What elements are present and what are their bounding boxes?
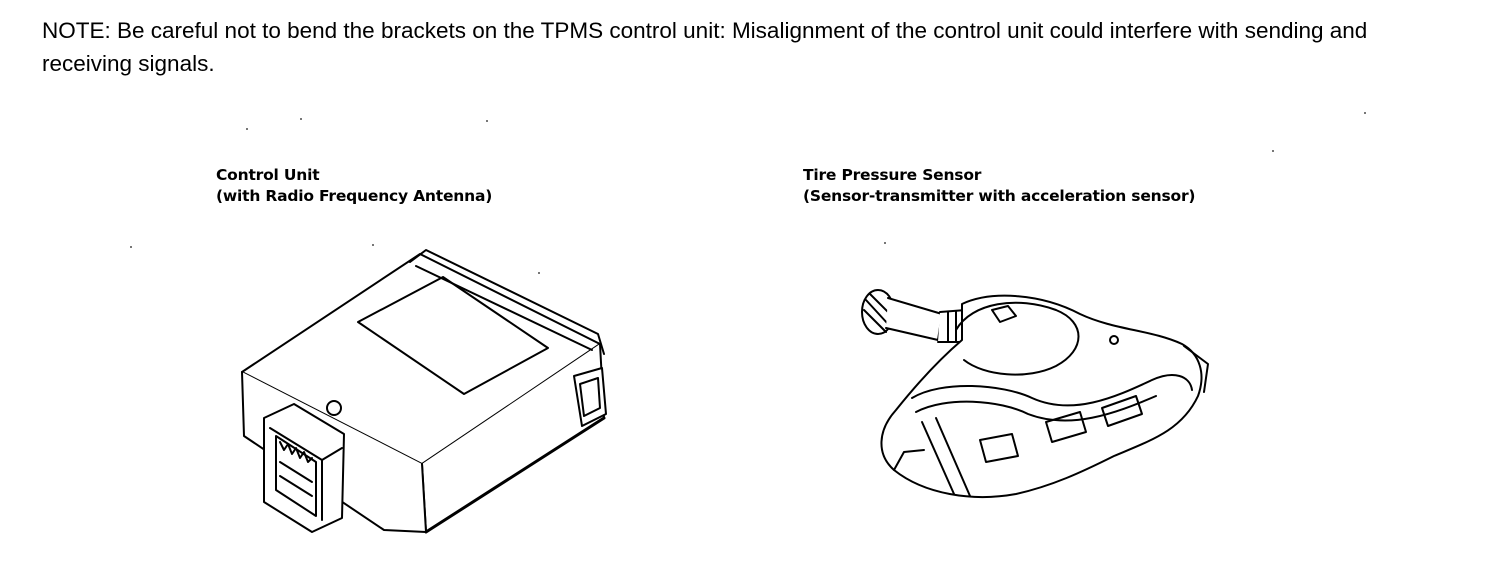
tire-pressure-sensor-subtitle: (Sensor-transmitter with acceleration se… xyxy=(803,187,1196,205)
scan-speck xyxy=(538,272,540,274)
tire-pressure-sensor-icon xyxy=(861,289,1209,498)
control-unit-subtitle: (with Radio Frequency Antenna) xyxy=(216,187,493,205)
scan-speck xyxy=(1272,150,1274,152)
scan-speck xyxy=(246,128,248,130)
scan-speck xyxy=(1364,112,1366,114)
scan-speck xyxy=(372,244,374,246)
control-unit-label: Control Unit (with Radio Frequency Anten… xyxy=(216,165,492,207)
scan-speck xyxy=(130,246,132,248)
tire-pressure-sensor-title: Tire Pressure Sensor xyxy=(803,166,982,184)
scan-speck xyxy=(300,118,302,120)
tire-pressure-sensor-label: Tire Pressure Sensor (Sensor-transmitter… xyxy=(803,165,1195,207)
control-unit-icon xyxy=(241,249,607,534)
scan-speck xyxy=(486,120,488,122)
scan-speck xyxy=(884,242,886,244)
control-unit-title: Control Unit xyxy=(216,166,320,184)
note-text: NOTE: Be careful not to bend the bracket… xyxy=(42,18,1368,76)
